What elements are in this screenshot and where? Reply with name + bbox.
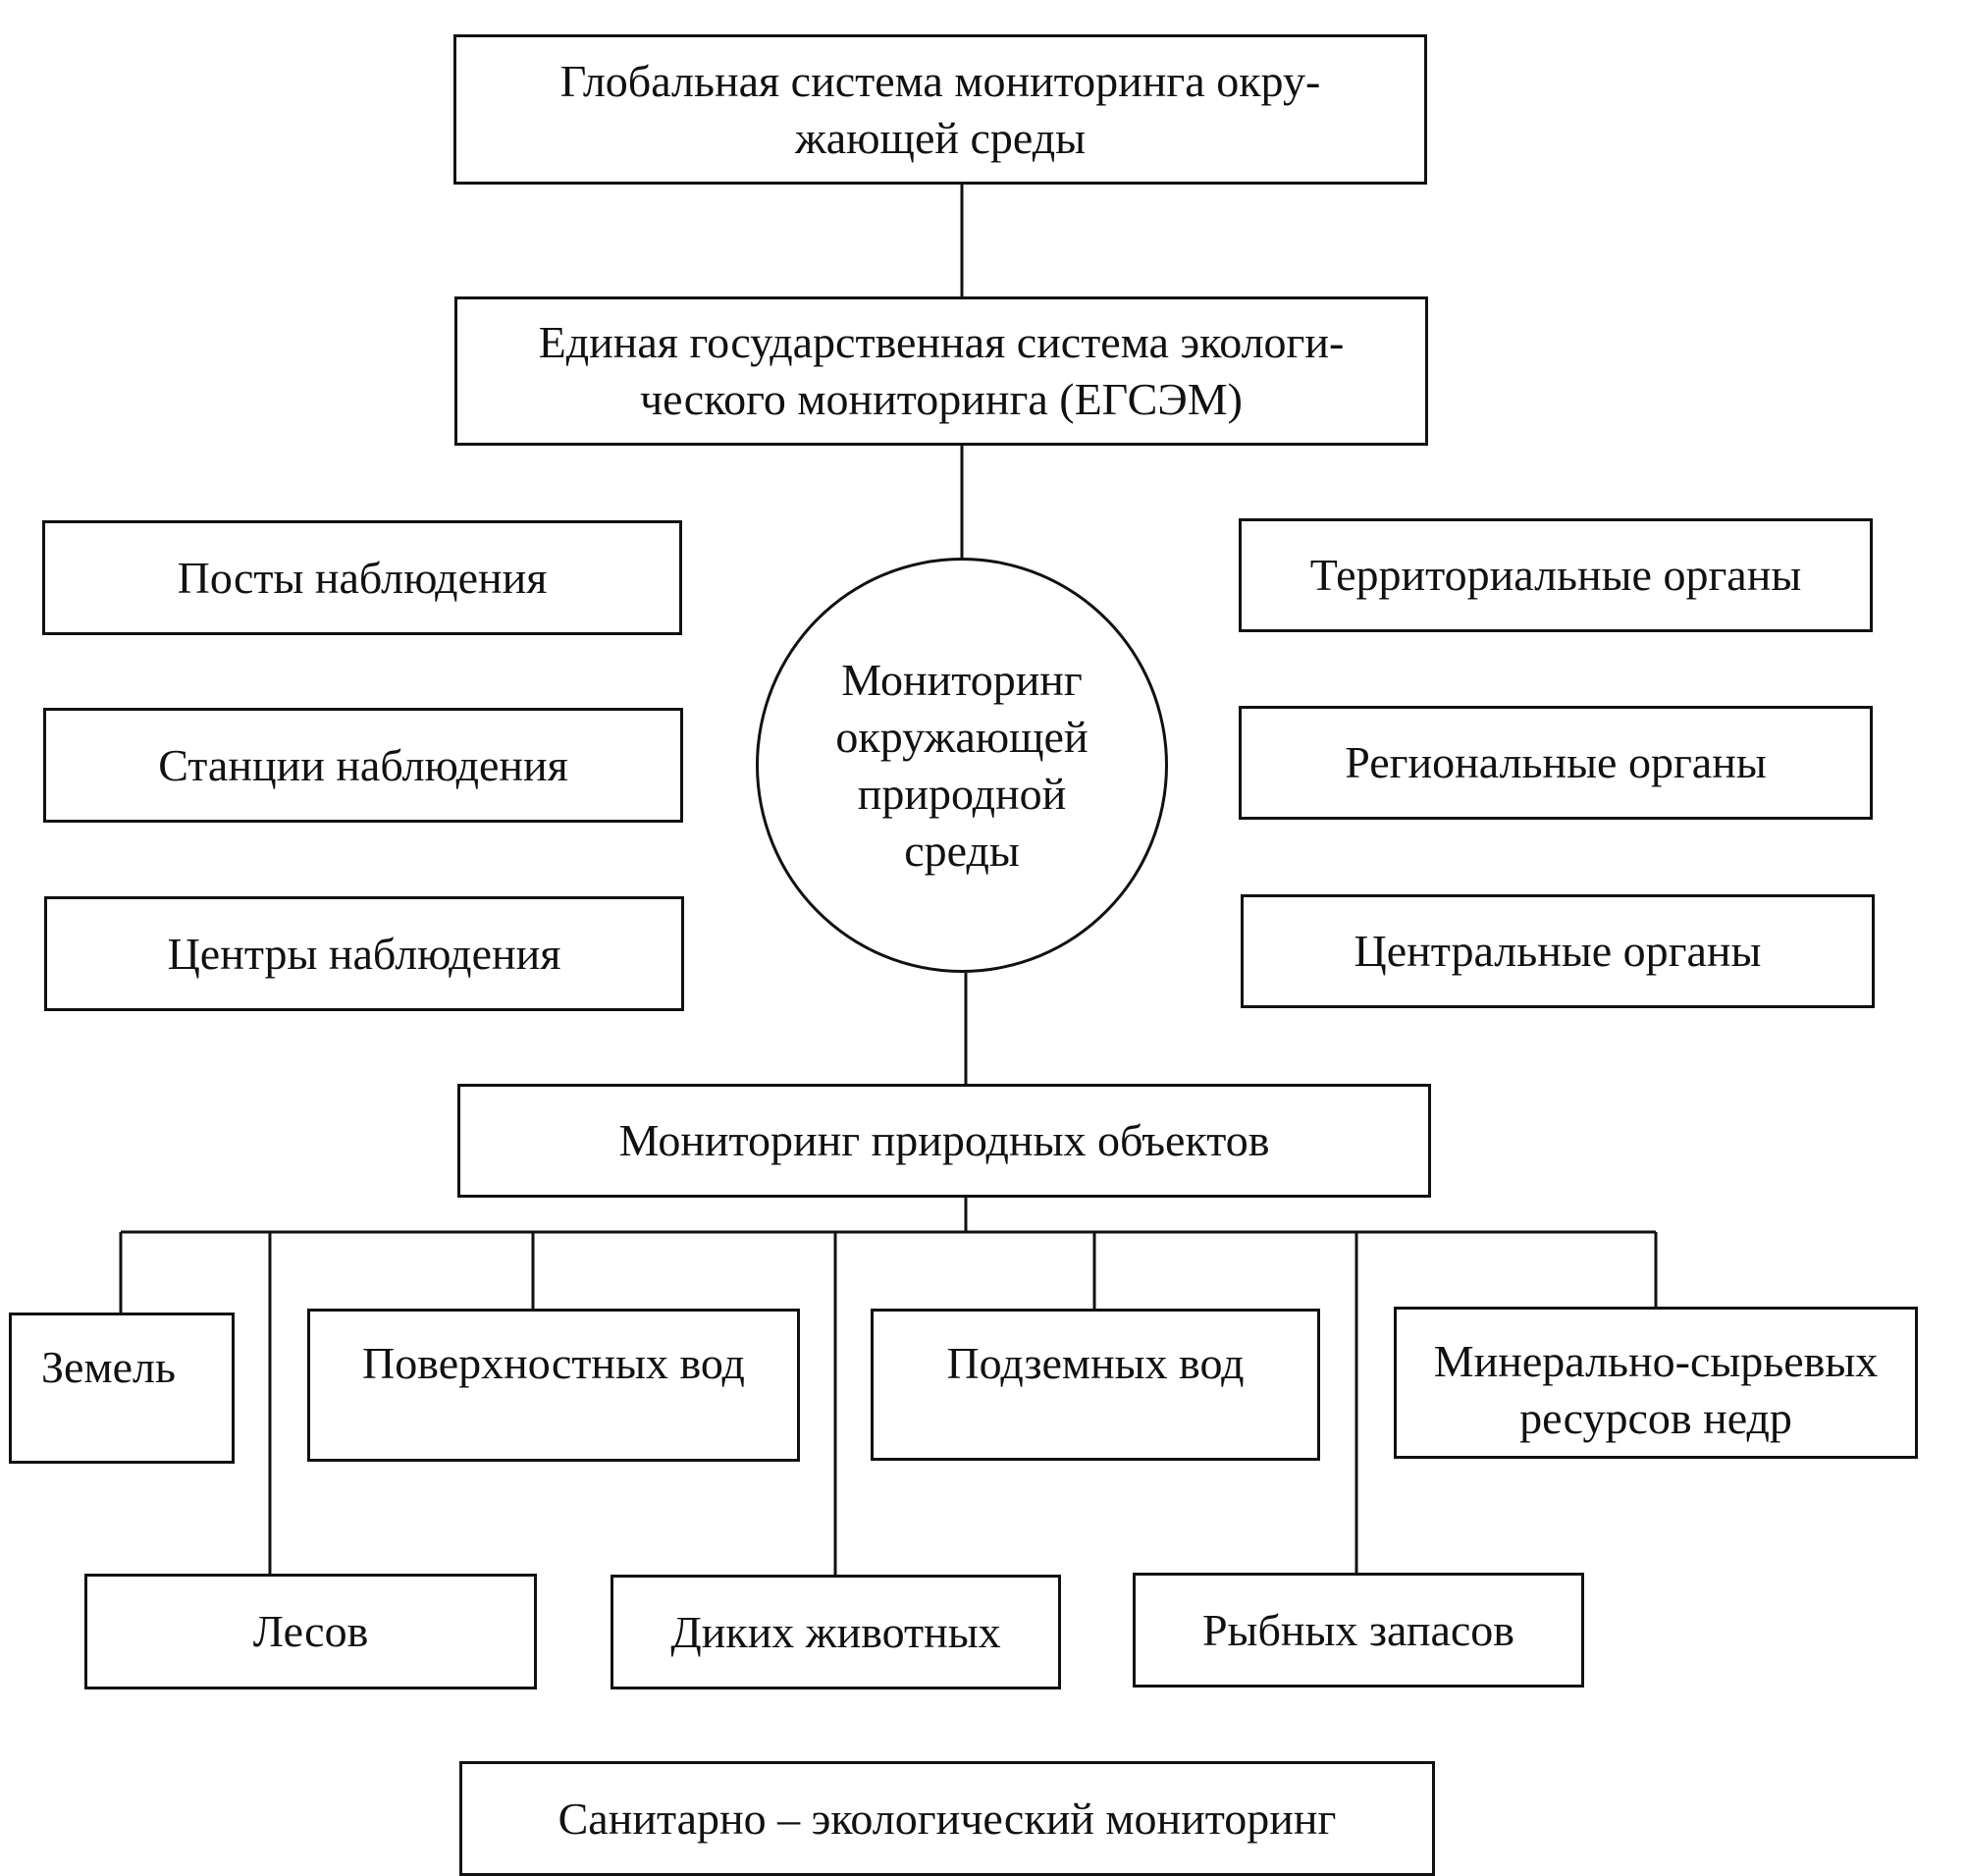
observation-posts-label: Посты наблюдения: [177, 552, 548, 603]
surface-waters-box: Поверхностных вод: [307, 1309, 800, 1462]
fish-stocks-label: Рыбных запасов: [1201, 1604, 1515, 1655]
regional-bodies-label: Региональные органы: [1345, 737, 1767, 787]
observation-posts-box: Посты наблюдения: [42, 520, 682, 635]
mineral-resources-box: Минерально-сырьевых ресурсов недр: [1394, 1307, 1918, 1459]
territorial-bodies-label: Территориальные органы: [1309, 550, 1802, 600]
surface-waters-label: Поверхностных вод: [362, 1338, 745, 1388]
global-monitoring-system-box: Глобальная система мониторинга окру- жаю…: [453, 34, 1427, 185]
lands-box: Земель: [9, 1313, 235, 1464]
central-bodies-box: Центральные органы: [1241, 894, 1875, 1008]
observation-centers-label: Центры наблюдения: [167, 928, 561, 979]
groundwater-label: Подземных вод: [946, 1338, 1245, 1388]
observation-centers-box: Центры наблюдения: [44, 896, 684, 1011]
sanitary-ecological-monitoring-box: Санитарно – экологический мониторинг: [459, 1761, 1435, 1876]
egsem-box: Единая государственная система экологи- …: [454, 296, 1428, 446]
mineral-resources-label: Минерально-сырьевых ресурсов недр: [1433, 1336, 1879, 1443]
natural-objects-monitoring-label: Мониторинг природных объектов: [618, 1115, 1270, 1165]
central-bodies-label: Центральные органы: [1354, 926, 1762, 976]
lands-label: Земель: [41, 1342, 176, 1392]
forests-label: Лесов: [252, 1606, 369, 1656]
global-monitoring-system-label: Глобальная система мониторинга окру- жаю…: [559, 55, 1321, 163]
forests-box: Лесов: [84, 1574, 537, 1689]
observation-stations-label: Станции наблюдения: [158, 739, 568, 790]
observation-stations-box: Станции наблюдения: [43, 708, 683, 823]
regional-bodies-box: Региональные органы: [1239, 706, 1873, 820]
fish-stocks-box: Рыбных запасов: [1133, 1573, 1584, 1688]
sanitary-ecological-monitoring-label: Санитарно – экологический мониторинг: [558, 1793, 1337, 1844]
environment-monitoring-label: Мониторинг окружающей природной среды: [835, 654, 1089, 876]
environment-monitoring-circle: Мониторинг окружающей природной среды: [756, 558, 1168, 973]
wild-animals-label: Диких животных: [670, 1606, 1001, 1657]
egsem-label: Единая государственная система экологи- …: [538, 317, 1345, 424]
groundwater-box: Подземных вод: [871, 1309, 1320, 1461]
natural-objects-monitoring-box: Мониторинг природных объектов: [457, 1084, 1431, 1198]
wild-animals-box: Диких животных: [611, 1575, 1061, 1689]
territorial-bodies-box: Территориальные органы: [1239, 518, 1873, 632]
